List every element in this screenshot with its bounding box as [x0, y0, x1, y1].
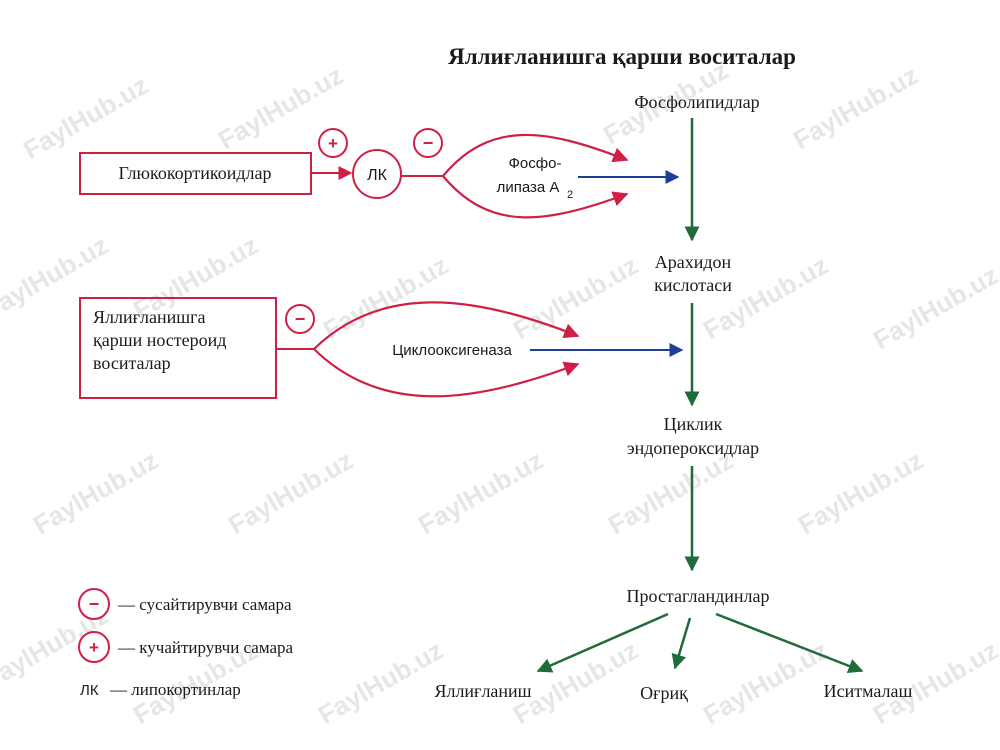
arachidonic-acid-line1: Арахидон [655, 252, 732, 272]
diagram-title: Яллиғланишга қарши воситалар [448, 44, 796, 69]
watermark: FaylHub.uz [18, 70, 153, 165]
watermark: FaylHub.uz [788, 60, 923, 155]
watermark: FaylHub.uz [318, 250, 453, 345]
cyclic-endoperoxides-line2: эндопероксидлар [627, 438, 759, 458]
minus-sign: − [423, 133, 434, 153]
green-arrow [536, 612, 669, 673]
watermark: FaylHub.uz [868, 260, 1000, 355]
nsaid-label-line3: воситалар [93, 353, 171, 373]
minus-sign: − [295, 309, 306, 329]
phospholipids-label: Фосфолипидлар [634, 92, 759, 112]
nsaid-label-line2: қарши ностероид [93, 330, 226, 350]
legend-minus-sign: − [89, 594, 100, 614]
outcome-pain: Оғриқ [640, 683, 688, 703]
arachidonic-acid-line2: кислотаси [654, 275, 732, 295]
red-inhibition-curve [442, 175, 629, 219]
watermark: FaylHub.uz [413, 445, 548, 540]
phospholipase-subscript: 2 [567, 189, 573, 201]
legend-lk-sign: ЛК [80, 682, 99, 699]
outcome-fever: Иситмалаш [824, 681, 913, 701]
phospholipase-line1: Фосфо- [509, 155, 562, 172]
red-inhibition-curve [313, 301, 580, 350]
outcome-inflammation: Яллиғланиш [434, 681, 531, 701]
green-arrow [671, 617, 692, 670]
red-inhibition-curve [313, 348, 580, 398]
legend-lk-text: — липокортинлар [109, 680, 241, 699]
legend: − — сусайтирувчи самара + — кучайтирувчи… [78, 588, 294, 699]
legend-plus-sign: + [89, 638, 99, 657]
legend-plus-icon [78, 631, 110, 663]
watermark: FaylHub.uz [313, 635, 448, 730]
plus-sign-icon [318, 128, 348, 158]
legend-plus-text: — кучайтирувчи самара [117, 638, 294, 657]
minus-sign-icon [285, 304, 315, 334]
watermark: FaylHub.uz [223, 445, 358, 540]
red-inhibition-curve [442, 133, 629, 177]
legend-minus-icon [78, 588, 110, 620]
watermark: FaylHub.uz [793, 445, 928, 540]
plus-sign: + [328, 134, 338, 153]
cyclic-endoperoxides-line1: Циклик [664, 414, 723, 434]
watermark-layer: FaylHub.uz FaylHub.uz FaylHub.uz FaylHub… [0, 55, 1000, 730]
lipocortins-node [352, 149, 402, 199]
legend-minus-text: — сусайтирувчи самара [117, 595, 292, 614]
cyclooxygenase-label: Циклооксигеназа [392, 342, 512, 359]
lipocortins-label: ЛК [367, 167, 388, 184]
watermark: FaylHub.uz [603, 445, 738, 540]
watermark: FaylHub.uz [508, 250, 643, 345]
glucocorticoids-label: Глюкокортикоидлар [119, 163, 272, 183]
watermark: FaylHub.uz [698, 635, 833, 730]
prostaglandins-label: Простагландинлар [627, 586, 770, 606]
green-arrow [715, 612, 864, 674]
watermark: FaylHub.uz [28, 445, 163, 540]
nsaid-label-line1: Яллиғланишга [93, 307, 205, 327]
minus-sign-icon [413, 128, 443, 158]
phospholipase-line2: липаза А [497, 179, 560, 196]
